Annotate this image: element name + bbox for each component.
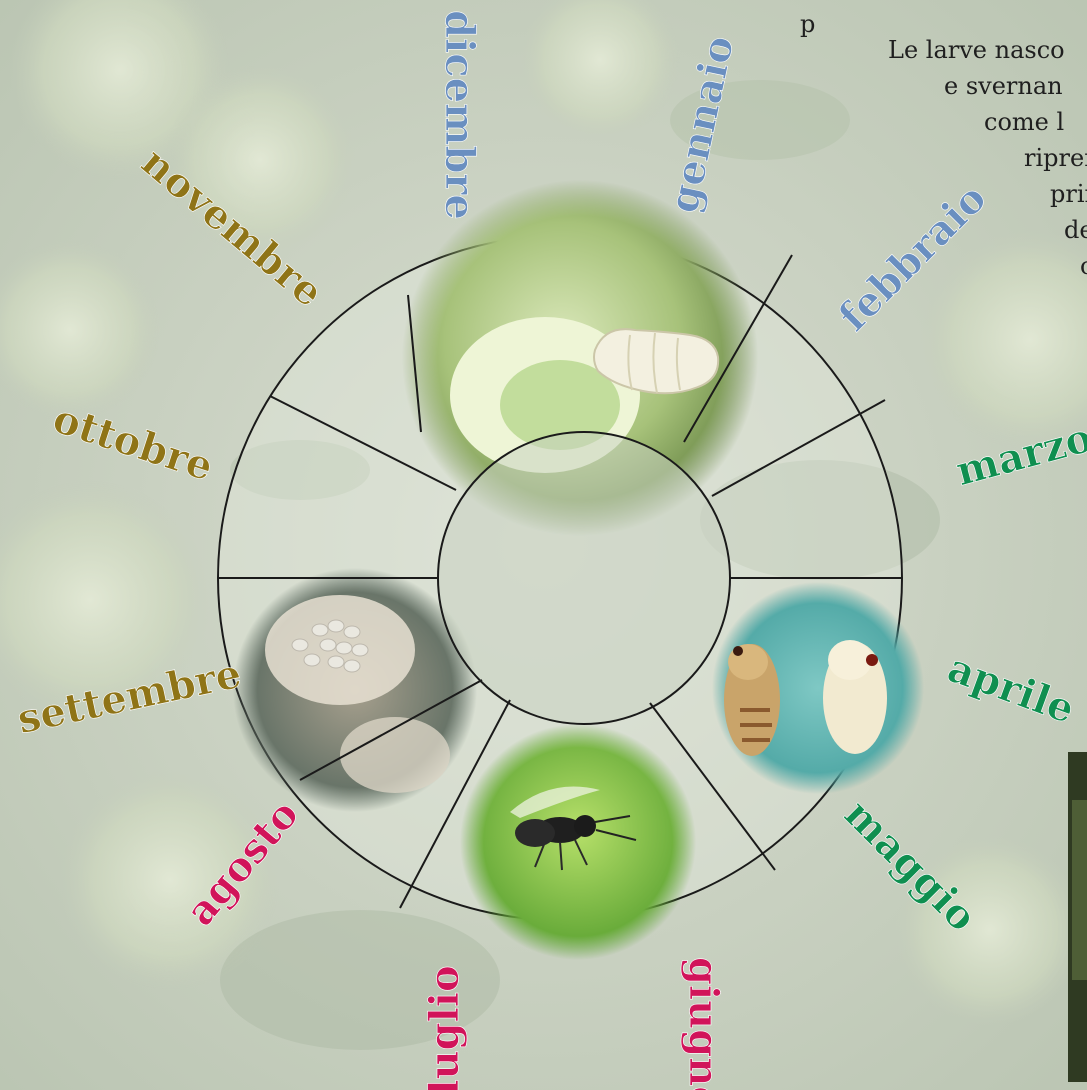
description-line: prin (1050, 180, 1087, 208)
description-line: Le larve nasco (888, 36, 1065, 64)
description-line: e svernan (944, 72, 1063, 100)
description-line: ripren (1024, 144, 1087, 172)
description-line: come l (984, 108, 1064, 136)
month-label-giugno: giugno (680, 957, 727, 1090)
description-line: c (1080, 252, 1087, 280)
pupae-photo (712, 582, 924, 794)
description-line: p (800, 10, 815, 38)
month-label-luglio: luglio (421, 965, 468, 1090)
description-line: de (1064, 216, 1087, 244)
side-photo (1068, 752, 1087, 1082)
adult-wasp-photo (460, 724, 696, 960)
month-label-dicembre: dicembre (436, 10, 483, 220)
